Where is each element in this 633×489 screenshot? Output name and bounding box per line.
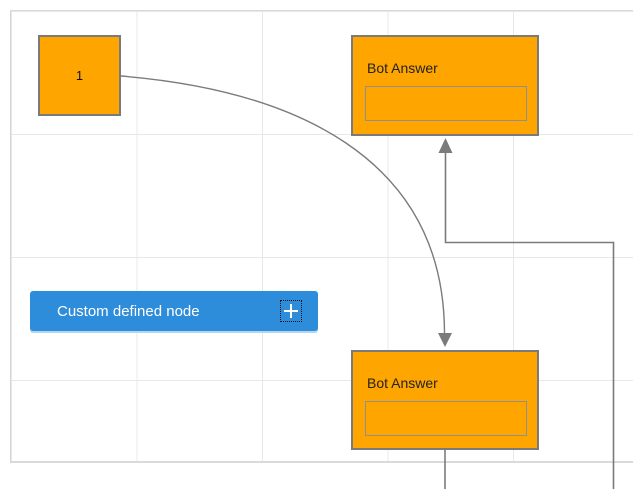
custom-defined-node-label: Custom defined node [57, 302, 200, 320]
bot-answer-title: Bot Answer [367, 60, 438, 76]
answer-text-field[interactable] [365, 86, 527, 121]
bot-answer-node-bottom[interactable]: Bot Answer [351, 350, 539, 450]
plus-icon [281, 301, 301, 321]
start-node[interactable]: 1 [38, 35, 121, 116]
connector-curve[interactable] [120, 75, 446, 334]
bot-answer-title: Bot Answer [367, 375, 438, 391]
add-node-button[interactable] [280, 300, 302, 322]
bot-answer-node-top[interactable]: Bot Answer [351, 35, 539, 136]
custom-defined-node[interactable]: Custom defined node [30, 291, 318, 331]
start-node-label: 1 [75, 68, 84, 83]
connector-orthogonal[interactable] [444, 153, 615, 489]
connector-orthogonal-arrowhead-up [438, 138, 453, 153]
connector-curve-arrowhead-down [438, 333, 452, 347]
answer-text-field[interactable] [365, 401, 527, 436]
